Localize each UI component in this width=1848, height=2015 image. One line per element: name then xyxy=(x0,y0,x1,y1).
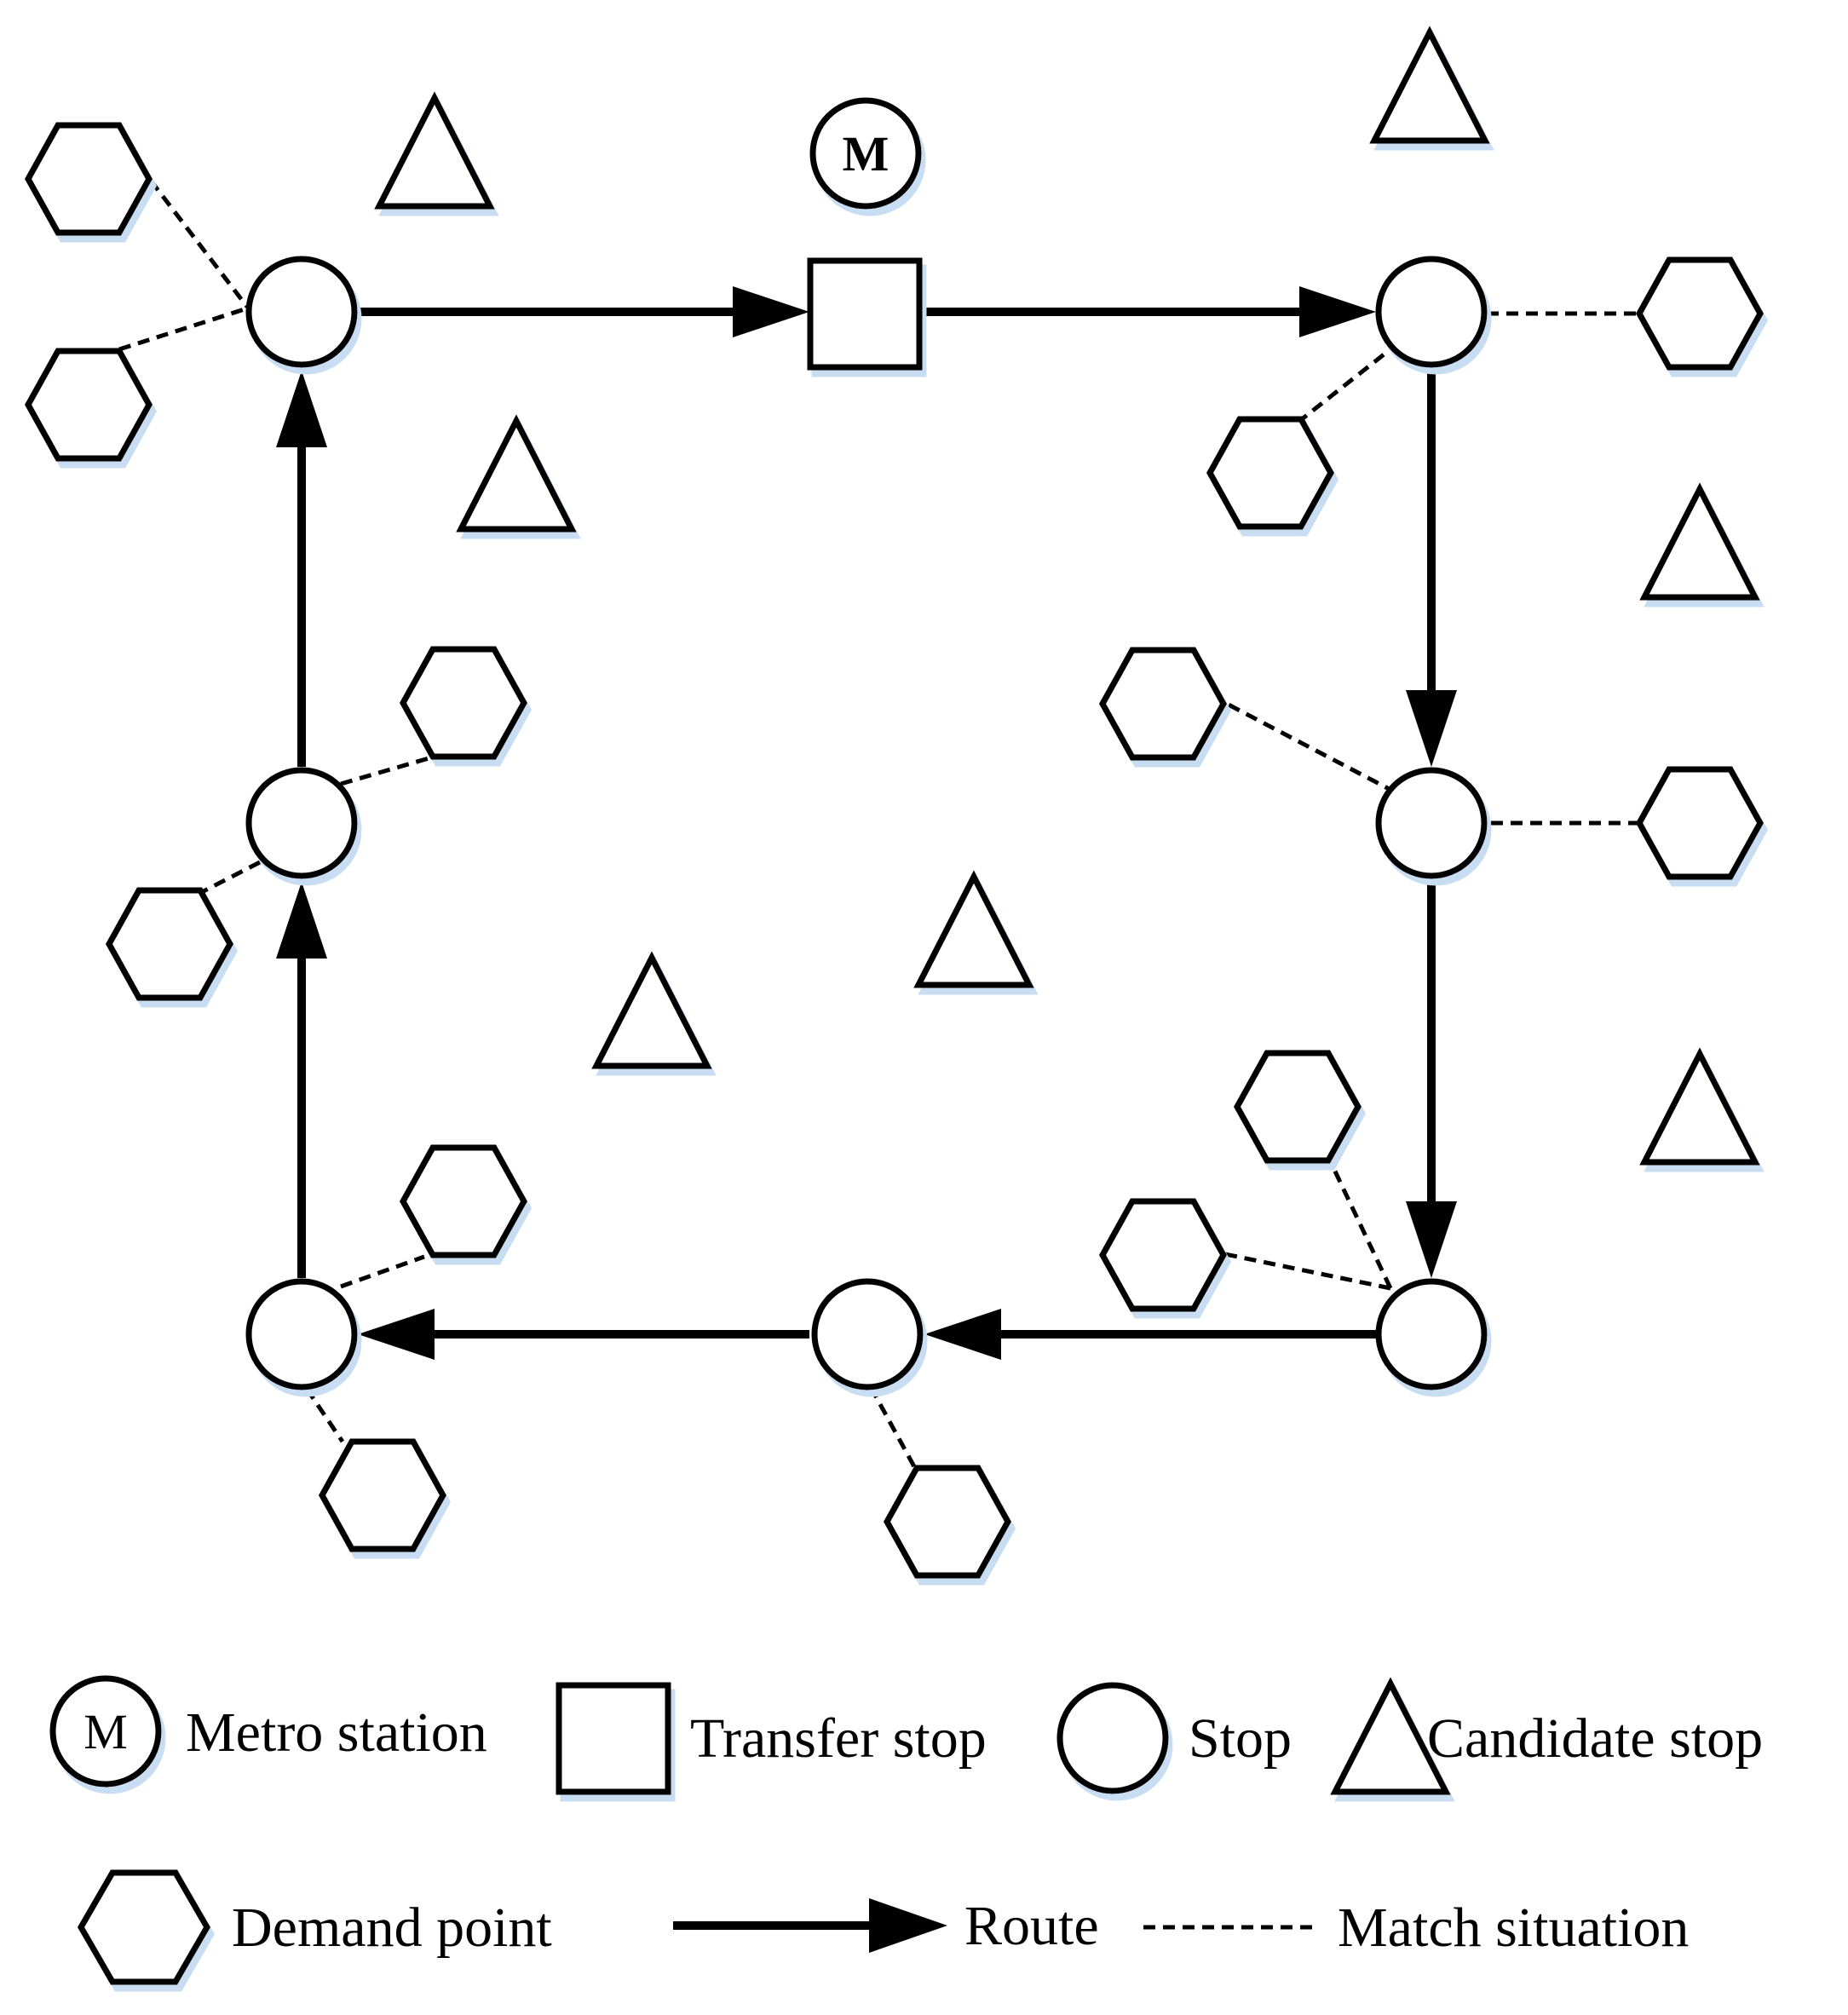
legend-transfer-icon xyxy=(556,1682,671,1795)
route-arrowhead xyxy=(733,286,809,337)
legend-transfer-stop-label: Transfer stop xyxy=(690,1707,987,1770)
route-arrowhead xyxy=(276,882,327,959)
metro-station-label: M xyxy=(843,126,889,181)
demand-point xyxy=(883,1465,1012,1579)
legend-route-label: Route xyxy=(964,1895,1099,1957)
match-links xyxy=(118,179,1640,1471)
match-link xyxy=(1327,1157,1393,1290)
legend: M Metro station Transfer stop Stop Candi… xyxy=(49,1675,1763,1985)
route-arrowhead xyxy=(1406,690,1457,767)
match-link xyxy=(149,179,249,308)
legend-route: Route xyxy=(673,1895,1099,1957)
match-link xyxy=(340,754,435,786)
demand-point xyxy=(318,1438,447,1552)
demand-point xyxy=(1635,256,1765,371)
candidate-stops xyxy=(374,26,1760,1166)
legend-metro-station-label: Metro station xyxy=(186,1701,487,1764)
legend-stop: Stop xyxy=(1056,1682,1292,1794)
legend-match-situation-label: Match situation xyxy=(1338,1897,1689,1959)
demand-point xyxy=(399,1144,528,1258)
legend-route-arrowhead xyxy=(869,1898,947,1953)
match-link xyxy=(304,1387,345,1443)
demand-point xyxy=(1206,416,1335,530)
demand-point xyxy=(24,122,153,236)
route-arrowhead xyxy=(358,1309,435,1360)
route-arrowheads xyxy=(276,286,1457,1360)
stops xyxy=(245,256,1488,1390)
legend-metro-icon xyxy=(49,1675,162,1788)
match-link xyxy=(868,1385,918,1471)
route-lines xyxy=(297,308,1436,1339)
stop xyxy=(245,1278,358,1390)
match-link xyxy=(199,860,262,895)
candidate-stop xyxy=(913,870,1034,988)
demand-point xyxy=(1233,1050,1362,1164)
legend-stop-icon xyxy=(1056,1682,1169,1794)
metro-station: M xyxy=(809,97,922,210)
legend-candidate-stop-label: Candidate stop xyxy=(1427,1707,1763,1770)
candidate-stop xyxy=(591,951,712,1069)
transfer-stop xyxy=(807,257,923,371)
route-arrowhead xyxy=(1299,286,1376,337)
legend-transfer-stop: Transfer stop xyxy=(556,1682,987,1795)
legend-candidate-stop: Candidate stop xyxy=(1330,1677,1763,1795)
demand-points xyxy=(24,122,1765,1579)
candidate-stop xyxy=(1639,482,1760,601)
candidate-stop xyxy=(1639,1047,1760,1166)
stop xyxy=(1375,256,1488,368)
demand-point xyxy=(1635,766,1765,880)
route-arrowhead xyxy=(924,1309,1001,1360)
stop xyxy=(245,767,358,879)
metro-station-circle xyxy=(809,97,922,210)
demand-point xyxy=(24,348,153,462)
route-arrowhead xyxy=(1406,1201,1457,1278)
legend-demand-point: Demand point xyxy=(77,1869,552,1985)
demand-point xyxy=(1098,647,1228,761)
route-arrowhead xyxy=(276,371,327,447)
demand-point xyxy=(105,887,234,1001)
match-link xyxy=(118,306,248,352)
legend-stop-label: Stop xyxy=(1189,1707,1292,1770)
legend-candidate-icon xyxy=(1330,1677,1451,1795)
legend-demand-point-label: Demand point xyxy=(232,1897,552,1959)
legend-metro-station: M Metro station xyxy=(49,1675,487,1788)
legend-metro-icon-label: M xyxy=(83,1704,128,1759)
stop xyxy=(245,256,358,368)
match-link xyxy=(1223,700,1397,795)
demand-point xyxy=(1098,1198,1228,1312)
candidate-stop xyxy=(1369,26,1490,144)
legend-demand-icon xyxy=(77,1869,211,1985)
candidate-stop xyxy=(456,414,577,533)
stop xyxy=(1375,1278,1488,1390)
stop xyxy=(1375,767,1488,879)
stop xyxy=(811,1278,924,1390)
match-link xyxy=(1300,341,1401,421)
demand-point xyxy=(399,646,528,760)
legend-match-situation: Match situation xyxy=(1143,1897,1689,1959)
candidate-stop xyxy=(374,91,495,210)
match-link xyxy=(340,1254,425,1289)
match-link xyxy=(1224,1252,1391,1291)
